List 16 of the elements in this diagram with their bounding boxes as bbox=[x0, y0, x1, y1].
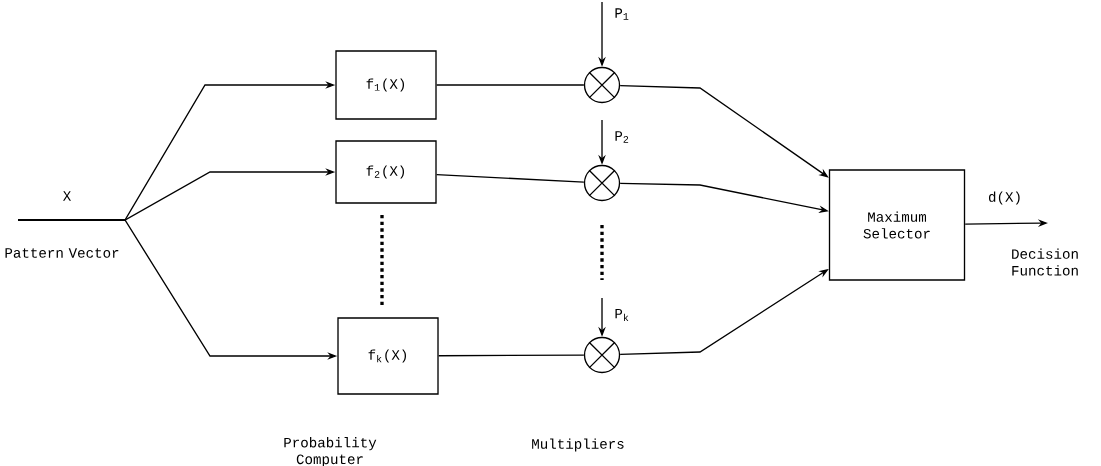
edge-label: P$_{1}$ bbox=[615, 8, 629, 20]
caption-text: Decision Function bbox=[1012, 248, 1078, 276]
function-box: f$_{k}$(X) bbox=[337, 317, 439, 395]
function-box: f$_{1}$(X) bbox=[335, 50, 437, 120]
edge-label: d(X) bbox=[988, 191, 1020, 205]
caption-text: Pattern Vector bbox=[5, 248, 119, 258]
multiplier-symbol bbox=[583, 66, 621, 104]
caption-text: Multipliers bbox=[532, 438, 624, 452]
edge-label: P$_{2}$ bbox=[615, 131, 629, 143]
multiplier-symbol bbox=[583, 164, 621, 202]
edge-label: P$_{k}$ bbox=[615, 309, 629, 321]
function-box: f$_{2}$(X) bbox=[335, 140, 437, 204]
caption-text: X bbox=[63, 191, 71, 201]
caption-text: Probability Computer bbox=[284, 437, 377, 466]
multiplier-symbol bbox=[583, 336, 621, 374]
selector-box: Maximum Selector bbox=[828, 169, 966, 281]
